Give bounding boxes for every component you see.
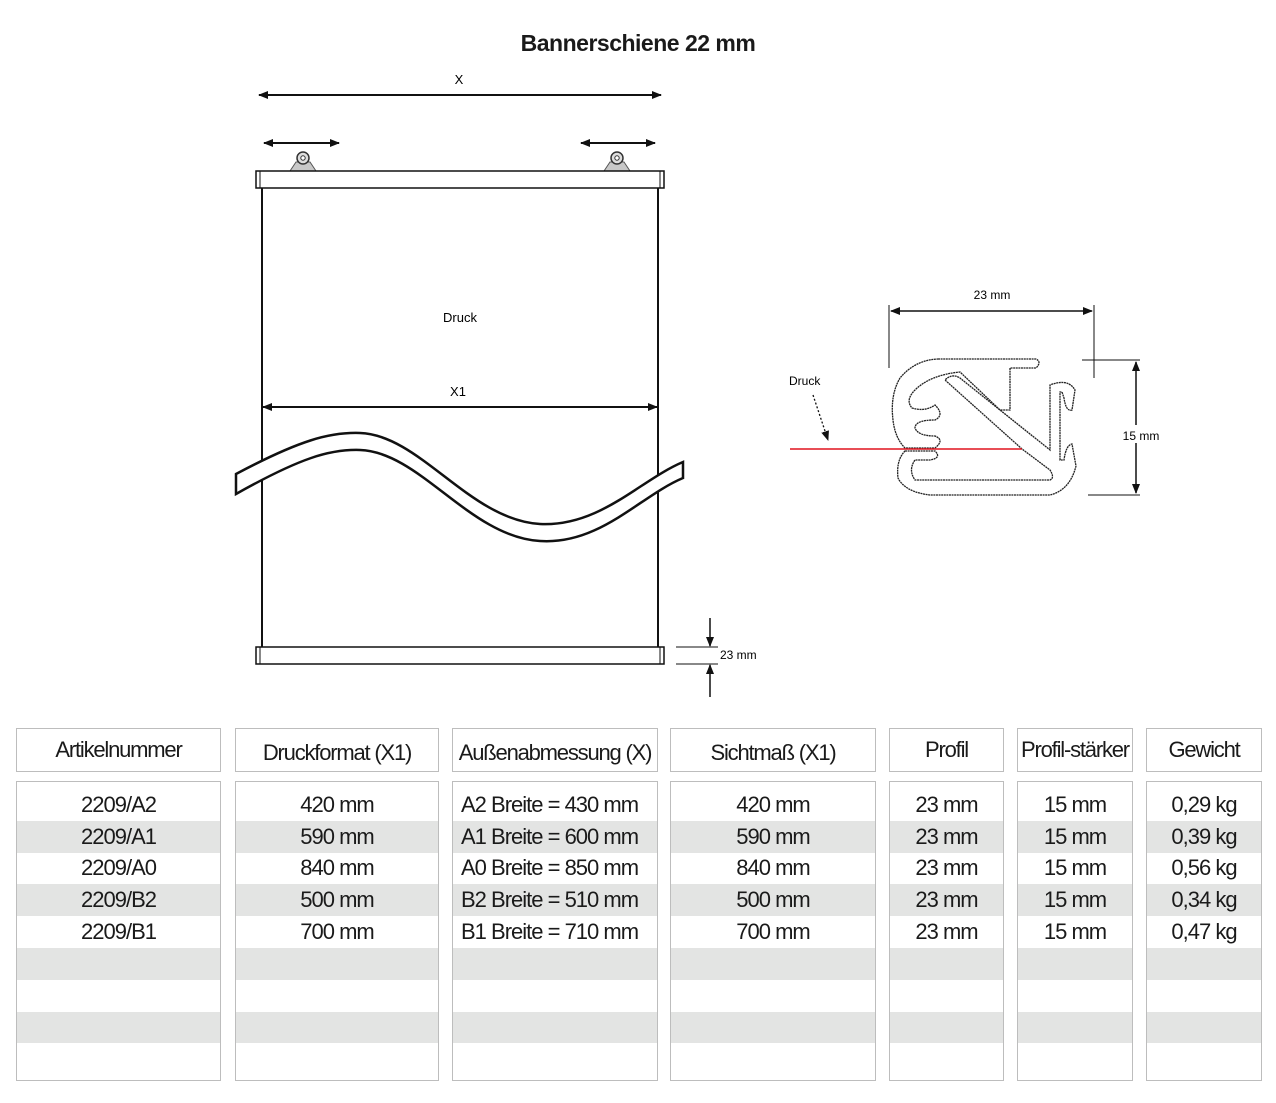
empty-table-cell bbox=[236, 980, 438, 1012]
table-cell: 840 mm bbox=[300, 855, 374, 881]
empty-table-cell bbox=[1018, 1011, 1132, 1044]
print-label: Druck bbox=[443, 310, 477, 325]
empty-table-cell bbox=[671, 980, 875, 1012]
empty-table-cell bbox=[671, 1011, 875, 1044]
empty-table-cell bbox=[1018, 1043, 1132, 1075]
profile-section bbox=[891, 358, 1077, 496]
table-cell: 2209/A2 bbox=[81, 791, 157, 817]
column-header-profile: Profil bbox=[889, 728, 1004, 772]
table-cell: B1 Breite = 710 mm bbox=[461, 919, 639, 945]
table-cell: 15 mm bbox=[1043, 919, 1107, 945]
table-cell: B2 Breite = 510 mm bbox=[453, 884, 657, 917]
table-cell: 2209/B2 bbox=[17, 884, 220, 917]
table-cell: 420 mm bbox=[300, 791, 374, 817]
empty-table-cell bbox=[890, 980, 1003, 1012]
rail-height-dimension bbox=[676, 618, 718, 697]
column-header-print-format: Druckformat (X1) bbox=[235, 728, 439, 772]
table-cell: 0,34 kg bbox=[1147, 884, 1261, 917]
table-cell: 23 mm bbox=[915, 791, 978, 817]
empty-table-cell bbox=[453, 947, 657, 980]
empty-table-cell bbox=[17, 1011, 220, 1044]
table-cell: 0,29 kg bbox=[1171, 791, 1237, 817]
profile-height-label: 15 mm bbox=[1123, 429, 1160, 443]
table-cell: 2209/A1 bbox=[17, 820, 220, 853]
empty-table-cell bbox=[1147, 947, 1261, 980]
empty-table-cell bbox=[1018, 947, 1132, 980]
profile-width-label: 23 mm bbox=[974, 288, 1011, 302]
table-cell: A1 Breite = 600 mm bbox=[453, 820, 657, 853]
empty-table-cell bbox=[671, 1043, 875, 1075]
table-cell: 23 mm bbox=[890, 884, 1003, 917]
table-cell: 0,39 kg bbox=[1147, 820, 1261, 853]
empty-table-cell bbox=[17, 1043, 220, 1075]
table-cell: 23 mm bbox=[915, 855, 978, 881]
technical-drawing: X Druck X1 23 mm bbox=[234, 72, 1160, 697]
table-cell: 15 mm bbox=[1043, 855, 1107, 881]
page-title: Bannerschiene 22 mm bbox=[520, 30, 756, 56]
empty-table-cell bbox=[1147, 980, 1261, 1012]
column-header-outer-dimension: Außenabmessung (X) bbox=[452, 728, 658, 772]
table-cell: 700 mm bbox=[736, 919, 810, 945]
break-wave bbox=[234, 431, 685, 543]
empty-table-cell bbox=[1018, 980, 1132, 1012]
column-header-article-number: Artikelnummer bbox=[16, 728, 221, 772]
empty-table-cell bbox=[671, 947, 875, 980]
empty-table-cell bbox=[453, 1043, 657, 1075]
bottom-rail bbox=[255, 646, 665, 665]
rail-height-label: 23 mm bbox=[720, 648, 757, 662]
empty-table-cell bbox=[890, 947, 1003, 980]
column-header-weight: Gewicht bbox=[1146, 728, 1262, 772]
table-cell: 15 mm bbox=[1043, 791, 1107, 817]
table-cell: 23 mm bbox=[915, 919, 978, 945]
hook-right-icon bbox=[603, 151, 631, 172]
profile-print-label: Druck bbox=[789, 374, 821, 388]
table-cell: 700 mm bbox=[300, 919, 374, 945]
column-header-visible-size: Sichtmaß (X1) bbox=[670, 728, 876, 772]
empty-table-cell bbox=[236, 1043, 438, 1075]
table-cell: 2209/A0 bbox=[81, 855, 157, 881]
empty-table-cell bbox=[890, 1043, 1003, 1075]
empty-table-cell bbox=[1147, 1011, 1261, 1044]
hook-left-icon bbox=[289, 151, 317, 172]
table-cell: 590 mm bbox=[671, 820, 875, 853]
empty-table-cell bbox=[236, 947, 438, 980]
table-cell: 23 mm bbox=[890, 820, 1003, 853]
table-cell: 840 mm bbox=[736, 855, 810, 881]
table-cell: 0,56 kg bbox=[1171, 855, 1237, 881]
table-cell: 15 mm bbox=[1018, 884, 1132, 917]
top-rail bbox=[255, 170, 665, 189]
table-cell: 500 mm bbox=[236, 884, 438, 917]
table-cell: A0 Breite = 850 mm bbox=[461, 855, 639, 881]
print-pointer-arrow bbox=[812, 394, 829, 441]
empty-table-cell bbox=[1147, 1043, 1261, 1075]
table-cell: 15 mm bbox=[1018, 820, 1132, 853]
column-header-profile-thickness: Profil-stärker bbox=[1017, 728, 1133, 772]
table-cell: 2209/B1 bbox=[81, 919, 157, 945]
table-cell: 0,47 kg bbox=[1171, 919, 1237, 945]
table-cell: 420 mm bbox=[736, 791, 810, 817]
empty-table-cell bbox=[890, 1011, 1003, 1044]
empty-table-cell bbox=[453, 980, 657, 1012]
empty-table-cell bbox=[17, 980, 220, 1012]
empty-table-cell bbox=[236, 1011, 438, 1044]
table-cell: 590 mm bbox=[236, 820, 438, 853]
x1-label: X1 bbox=[450, 384, 466, 399]
x-label: X bbox=[455, 72, 464, 87]
table-cell: 500 mm bbox=[671, 884, 875, 917]
empty-table-cell bbox=[453, 1011, 657, 1044]
table-cell: A2 Breite = 430 mm bbox=[461, 791, 639, 817]
empty-table-cell bbox=[17, 947, 220, 980]
